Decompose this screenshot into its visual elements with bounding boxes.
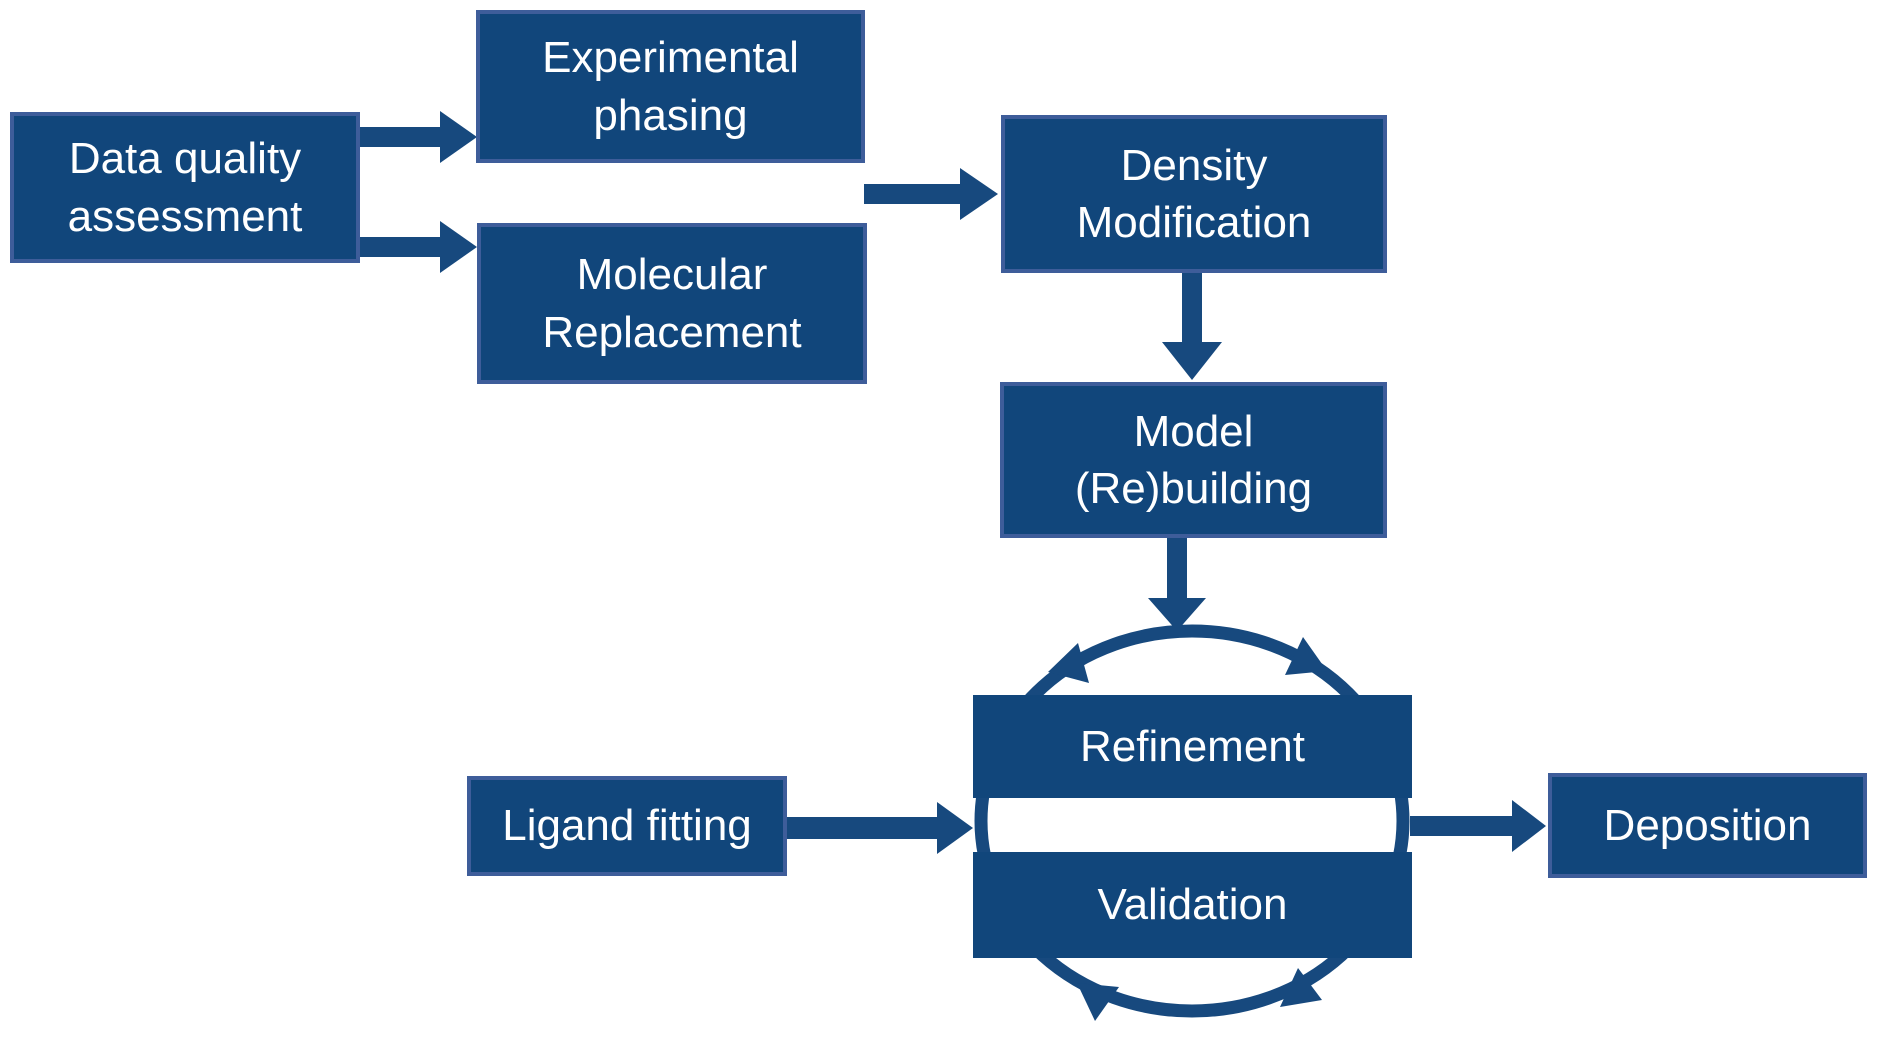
- node-label-line: Refinement: [1079, 721, 1305, 771]
- node-label-line: Replacement: [542, 307, 802, 357]
- node-label-line: Modification: [1076, 198, 1312, 247]
- node-deposition: Deposition: [1548, 773, 1867, 878]
- node-label-line: Model: [1133, 406, 1254, 456]
- arrow-cycle-to-deposition: [1410, 800, 1546, 852]
- arrow-dataquality-to-phasing: [360, 111, 477, 163]
- node-label-line: phasing: [593, 90, 748, 140]
- node-label-line: Density: [1120, 140, 1268, 190]
- node-density-modification: Density Modification: [1001, 115, 1387, 273]
- cycle-arrowhead-bottom-left: [1077, 983, 1119, 1021]
- node-validation: Validation: [973, 852, 1412, 958]
- node-model-rebuilding: Model (Re)building: [1000, 382, 1387, 538]
- cycle-arrowhead-bottom-right: [1280, 968, 1322, 1007]
- node-refinement: Refinement: [973, 695, 1412, 798]
- node-molecular-replacement: Molecular Replacement: [477, 223, 867, 384]
- node-label-line: Ligand fitting: [502, 801, 752, 851]
- cycle-loop: [974, 624, 1410, 1021]
- cycle-arrowhead-top-right: [1285, 637, 1327, 675]
- node-label-line: Experimental: [542, 33, 799, 83]
- cycle-arrowhead-top-left: [1048, 643, 1089, 683]
- arrow-model-to-cycle: [1148, 536, 1206, 631]
- arrow-densitymod-to-model: [1162, 271, 1222, 380]
- node-label-line: assessment: [67, 191, 303, 241]
- node-label-line: Deposition: [1603, 800, 1812, 850]
- node-ligand-fitting: Ligand fitting: [467, 776, 787, 876]
- node-label-line: Validation: [1097, 880, 1288, 930]
- node-label-line: (Re)building: [1074, 464, 1313, 513]
- node-data-quality-assessment: Data quality assessment: [10, 112, 360, 263]
- arrow-ligand-to-cycle: [785, 802, 973, 854]
- node-label-line: Data quality: [68, 134, 302, 184]
- arrow-dataquality-to-molrep: [360, 221, 477, 273]
- node-experimental-phasing: Experimental phasing: [476, 10, 865, 163]
- arrow-phasing-to-densitymod: [864, 168, 998, 220]
- node-label-line: Molecular: [576, 250, 768, 300]
